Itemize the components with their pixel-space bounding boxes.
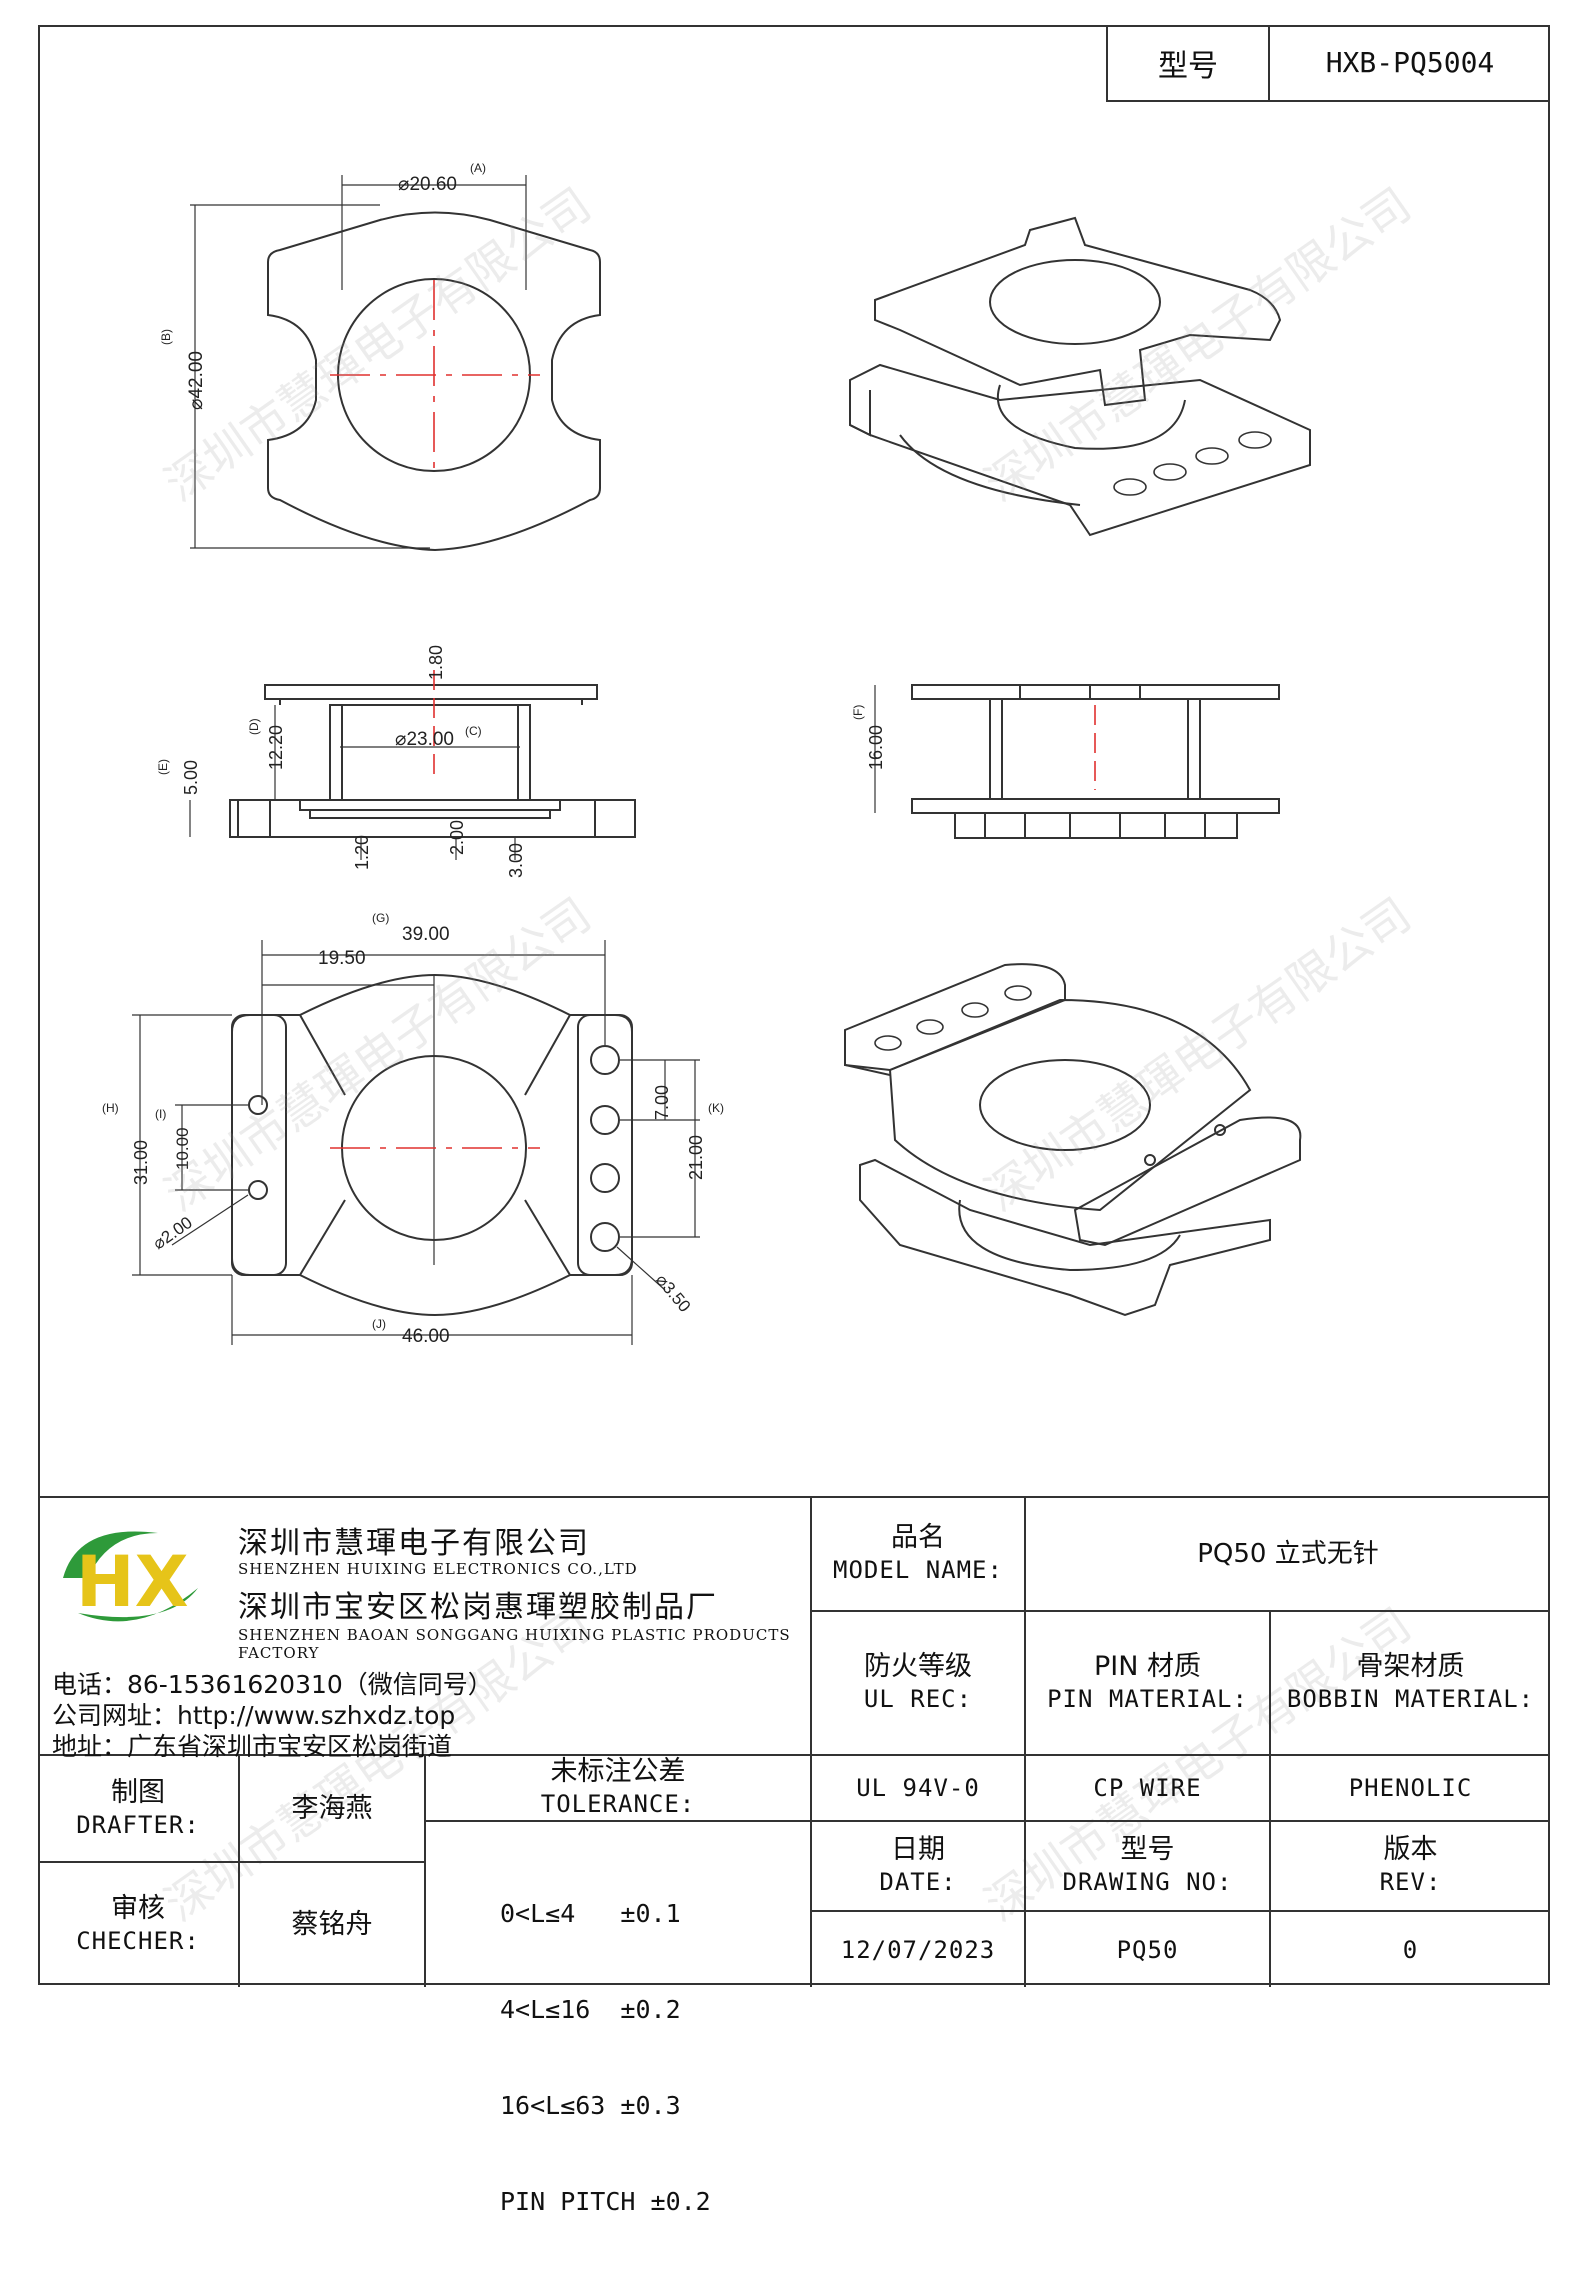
dim-c-label: (C) [465,724,482,738]
dim-a: ⌀20.60 [398,174,457,195]
dim-j-label: (J) [372,1317,386,1331]
dim-j: 46.00 [402,1326,450,1347]
company-address: 地址：广东省深圳市宝安区松岗街道 [52,1732,453,1761]
drafter-label: 制图 DRAFTER: [76,1776,200,1839]
ul-value: UL 94V-0 [856,1774,980,1802]
dim-e-label: (E) [156,759,170,775]
company-name: 深圳市慧琿电子有限公司 [238,1526,590,1561]
dim-f-label: (F) [851,705,865,720]
dim-b-label: (B) [159,329,173,345]
company-website[interactable]: 公司网址：http://www.szhxdz.top [52,1701,456,1730]
dim-d-label: (D) [247,718,261,735]
checker-name: 蔡铭舟 [291,1909,373,1940]
model-name-value: PQ50 立式无针 [1197,1539,1379,1569]
factory-name: 深圳市宝安区松岗惠琿塑胶制品厂 [238,1590,718,1625]
dim-e: 5.00 [181,760,201,795]
dim-a-label: (A) [470,161,486,175]
top-view [190,175,601,552]
dim-k1: 7.00 [652,1085,672,1120]
model-box: 型号 HXB-PQ5004 [1106,25,1550,102]
dim-i: 10.00 [173,1127,192,1170]
model-name-label: 品名 MODEL NAME: [833,1522,1003,1584]
tolerance-line: 16<L≤63 ±0.3 [500,2091,681,2120]
dim-b: ⌀42.00 [186,351,207,410]
company-info: HX 深圳市慧琿电子有限公司 SHENZHEN HUIXING ELECTRON… [38,1498,810,1761]
drafter-name: 李海燕 [291,1792,373,1824]
dim-side-1-80: 1.80 [426,645,446,680]
dim-k2: 21.00 [686,1135,706,1180]
pin-material-label: PIN 材质 PIN MATERIAL: [1047,1651,1248,1713]
dim-d: 12.20 [266,725,286,770]
tolerance-line: PIN PITCH ±0.2 [500,2187,711,2216]
tolerance-line: 4<L≤16 ±0.2 [500,1995,681,2024]
dim-pin-big: ⌀3.50 [652,1270,694,1315]
company-phone: 电话：86-15361620310（微信同号） [52,1670,493,1699]
rev-value: 0 [1402,1935,1419,1964]
date-label: 日期 DATE: [879,1834,957,1896]
factory-name-en: SHENZHEN BAOAN SONGGANG HUIXING PLASTIC … [238,1626,791,1662]
date-value: 12/07/2023 [840,1935,996,1964]
dim-half: 19.50 [318,948,366,969]
dim-side-2-00: 2.00 [447,820,467,855]
pin-material-value: CP WIRE [1093,1774,1202,1802]
bobbin-material-value: PHENOLIC [1348,1774,1473,1802]
title-block: HX 深圳市慧琿电子有限公司 SHENZHEN HUIXING ELECTRON… [38,1496,1550,2216]
dim-pin-small: ⌀2.00 [149,1213,195,1253]
bobbin-material-label: 骨架材质 BOBBIN MATERIAL: [1286,1651,1535,1713]
company-name-en: SHENZHEN HUIXING ELECTRONICS CO.,LTD [238,1560,638,1578]
ul-rec-label: 防火等级 UL REC: [863,1651,973,1713]
side-view [189,670,636,860]
drawing-no-value: PQ50 [1116,1935,1179,1964]
tolerance-line: 0<L≤4 ±0.1 [500,1899,681,1928]
dim-i-label: (I) [155,1107,166,1121]
rev-label: 版本 REV: [1379,1834,1442,1896]
tolerance-label: 未标注公差 TOLERANCE: [540,1756,696,1818]
technical-drawing: ⌀20.60 (A) ⌀42.00 (B) 1.80 12.20 (D) ⌀23… [102,161,1311,1347]
iso-view-top [849,216,1311,537]
dim-f: 16.00 [866,725,886,770]
dim-side-3-00: 3.00 [506,843,526,878]
dim-side-1-20: 1.20 [352,835,372,870]
dim-c: ⌀23.00 [395,729,454,750]
dim-k-label: (K) [708,1101,724,1115]
model-value: HXB-PQ5004 [1325,46,1495,79]
front-view [874,684,1280,839]
drawing-no-label: 型号 DRAWING NO: [1062,1834,1233,1896]
checker-label: 审核 CHECHER: [76,1893,200,1955]
company-logo: HX [63,1531,198,1623]
iso-view-bottom [844,963,1302,1317]
dim-h-label: (H) [102,1101,119,1115]
drawing-sheet [38,25,1550,1985]
logo-text: HX [76,1541,189,1623]
tolerance-list: 0<L≤4 ±0.1 4<L≤16 ±0.2 16<L≤63 ±0.3 PIN … [500,1834,711,2282]
dim-g-label: (G) [372,911,389,925]
dim-h: 31.00 [131,1140,151,1185]
model-label: 型号 [1108,25,1270,100]
bottom-view [132,940,700,1345]
dim-g: 39.00 [402,924,450,945]
